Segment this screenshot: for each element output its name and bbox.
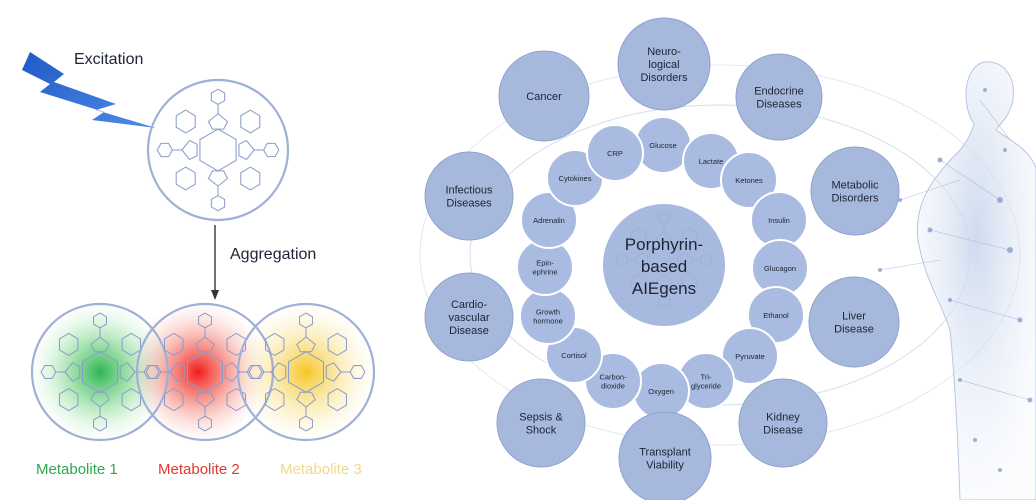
disease-node-infectious-label: Diseases: [446, 198, 492, 210]
disease-node-sepsis-circle: [496, 378, 586, 468]
metabolite-node-oxygen-label: Oxygen: [648, 387, 674, 396]
disease-node-metabolic-circle: [810, 146, 900, 236]
disease-node-endocrine-circle: [735, 53, 823, 141]
metabolite-3-label: Metabolite 3: [280, 461, 362, 478]
metabolite-node-ketones-label: Ketones: [735, 176, 763, 185]
disease-node-neuro-label: Neuro-: [647, 46, 681, 58]
metabolite-node-ketones-circle: [720, 151, 778, 209]
metabolite-node-adrenalin: Adrenalin: [520, 191, 578, 249]
metabolite-ring: GlucoseLactateKetonesInsulinGlucagonEtha…: [516, 116, 809, 420]
center-label-line-2: based: [641, 257, 687, 276]
metabolite-node-triglyceride-label: Tri-: [701, 373, 712, 382]
disease-node-cardio-label: vascular: [449, 312, 490, 324]
metabolite-node-pyruvate: Pyruvate: [721, 327, 779, 385]
metabolite-node-ethanol: Ethanol: [747, 286, 805, 344]
disease-node-kidney-label: Disease: [763, 425, 803, 437]
disease-node-transplant-label: Viability: [646, 460, 684, 472]
aggregate-molecule-3: [236, 302, 376, 442]
metabolite-2-label: Metabolite 2: [158, 461, 240, 478]
metabolite-node-epinephrine-label: ephrine: [532, 268, 557, 277]
disease-node-sepsis-label: Shock: [526, 425, 557, 437]
disease-node-infectious-label: Infectious: [445, 185, 493, 197]
disease-node-transplant-circle: [618, 411, 712, 500]
metabolite-node-carbon-dioxide-label: Carbon-: [599, 373, 627, 382]
metabolite-node-insulin-label: Insulin: [768, 216, 790, 225]
metabolite-node-ethanol-circle: [747, 286, 805, 344]
metabolite-1-label: Metabolite 1: [36, 461, 118, 478]
disease-node-neuro-label: logical: [648, 59, 679, 71]
metabolite-node-oxygen: Oxygen: [632, 362, 690, 420]
disease-node-transplant-label: Transplant: [639, 447, 691, 459]
excitation-label: Excitation: [74, 51, 143, 68]
metabolite-node-pyruvate-label: Pyruvate: [735, 352, 765, 361]
disease-node-neuro-label: Disorders: [640, 72, 688, 84]
disease-node-endocrine-label: Diseases: [756, 99, 802, 111]
disease-node-cardio-label: Disease: [449, 325, 489, 337]
center-hub: Porphyrin- based AIEgens: [601, 202, 727, 328]
disease-node-kidney-label: Kidney: [766, 412, 800, 424]
disease-node-liver-circle: [808, 276, 900, 368]
disease-node-cancer-label: Cancer: [526, 91, 562, 103]
disease-node-cancer: Cancer: [498, 50, 590, 142]
disease-node-neuro-circle: [617, 17, 711, 111]
disease-node-metabolic-label: Metabolic: [831, 180, 879, 192]
disease-node-cancer-circle: [498, 50, 590, 142]
metabolite-node-adrenalin-label: Adrenalin: [533, 216, 565, 225]
metabolite-node-ethanol-label: Ethanol: [763, 311, 789, 320]
human-body-figure: [878, 61, 1036, 500]
disease-node-liver-label: Liver: [842, 311, 866, 323]
disease-node-cardio-label: Cardio-: [451, 299, 487, 311]
metabolite-node-cortisol-label: Cortisol: [561, 351, 587, 360]
excitation-bolt-icon: [22, 52, 156, 128]
metabolite-node-growth-hormone-label: Growth: [536, 308, 560, 317]
metabolite-node-cytokines-label: Cytokines: [559, 174, 592, 183]
disease-node-endocrine-label: Endocrine: [754, 86, 804, 98]
metabolite-node-triglyceride-label: glyceride: [691, 382, 721, 391]
metabolite-node-glucose-label: Glucose: [649, 141, 677, 150]
metabolite-node-lactate-label: Lactate: [699, 157, 724, 166]
disease-node-kidney-circle: [738, 378, 828, 468]
metabolite-node-carbon-dioxide-label: dioxide: [601, 382, 625, 391]
aggregation-arrow: [211, 225, 219, 300]
center-label-line-3: AIEgens: [632, 279, 696, 298]
disease-node-sepsis: Sepsis &Shock: [496, 378, 586, 468]
metabolite-node-crp-circle: [586, 124, 644, 182]
metabolite-node-crp: CRP: [586, 124, 644, 182]
metabolite-node-epinephrine-label: Epin-: [536, 259, 554, 268]
metabolite-node-growth-hormone-label: hormone: [533, 317, 563, 326]
aggregate-group: [30, 302, 376, 442]
disease-node-liver-label: Disease: [834, 324, 874, 336]
disease-node-sepsis-label: Sepsis &: [519, 412, 563, 424]
metabolite-node-crp-label: CRP: [607, 149, 623, 158]
disease-node-metabolic-label: Disorders: [831, 193, 879, 205]
disease-ring: Neuro-logicalDisordersEndocrineDiseasesM…: [424, 17, 900, 500]
metabolite-node-glucagon-label: Glucagon: [764, 264, 796, 273]
metabolite-node-ketones: Ketones: [720, 151, 778, 209]
disease-node-cardio-circle: [424, 272, 514, 362]
center-label-line-1: Porphyrin-: [625, 235, 703, 254]
disease-node-infectious-circle: [424, 151, 514, 241]
porphyrin-molecule: [146, 78, 290, 222]
aggregation-label: Aggregation: [230, 246, 316, 263]
metabolite-node-pyruvate-circle: [721, 327, 779, 385]
metabolite-node-adrenalin-circle: [520, 191, 578, 249]
aggregate-molecule-2: [135, 302, 275, 442]
